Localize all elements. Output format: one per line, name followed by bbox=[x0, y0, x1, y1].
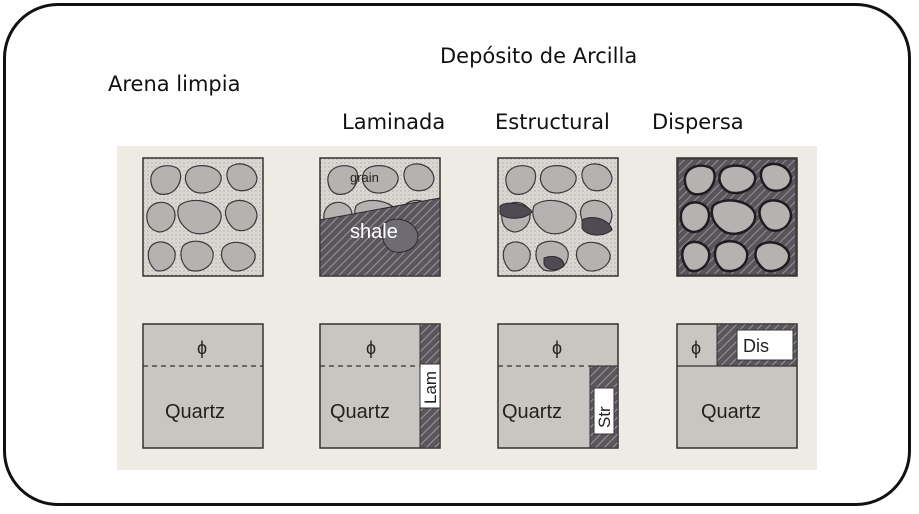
figure-panel: grain shale ϕ Quartz Lam ϕ Quartz Str ϕ bbox=[117, 146, 817, 470]
lam-tag: Lam bbox=[421, 371, 440, 404]
dis-tag: Dis bbox=[743, 336, 769, 356]
clay-deposit-title: Depósito de Arcilla bbox=[440, 44, 638, 68]
rounded-frame bbox=[3, 3, 911, 506]
structural-label: Estructural bbox=[495, 110, 610, 134]
laminated-grains: grain shale bbox=[319, 157, 441, 277]
shale-distribution-diagram: grain shale ϕ Quartz Lam ϕ Quartz Str ϕ bbox=[142, 157, 798, 449]
porosity-label: ϕ bbox=[366, 338, 376, 358]
quartz-label: Quartz bbox=[330, 401, 390, 423]
dispersed-volume-box: Dis ϕ Quartz bbox=[676, 323, 798, 449]
structural-grains bbox=[497, 157, 619, 277]
porosity-label: ϕ bbox=[197, 338, 207, 358]
laminated-volume-box: Lam ϕ Quartz bbox=[319, 323, 441, 449]
porosity-label: ϕ bbox=[552, 338, 562, 358]
clean-sand-grains bbox=[142, 157, 264, 277]
dispersed-label: Dispersa bbox=[652, 110, 744, 134]
grain-label: grain bbox=[350, 170, 379, 185]
dispersed-grains bbox=[676, 157, 798, 277]
shale-label: shale bbox=[350, 221, 398, 243]
porosity-label: ϕ bbox=[691, 338, 701, 358]
quartz-label: Quartz bbox=[701, 401, 761, 423]
clean-sand-volume-box: ϕ Quartz bbox=[142, 323, 264, 449]
quartz-label: Quartz bbox=[165, 401, 225, 423]
laminated-label: Laminada bbox=[342, 110, 446, 134]
str-tag: Str bbox=[595, 406, 614, 428]
quartz-label: Quartz bbox=[502, 401, 562, 423]
structural-volume-box: Str ϕ Quartz bbox=[497, 323, 619, 449]
clean-sand-label: Arena limpia bbox=[108, 72, 241, 96]
